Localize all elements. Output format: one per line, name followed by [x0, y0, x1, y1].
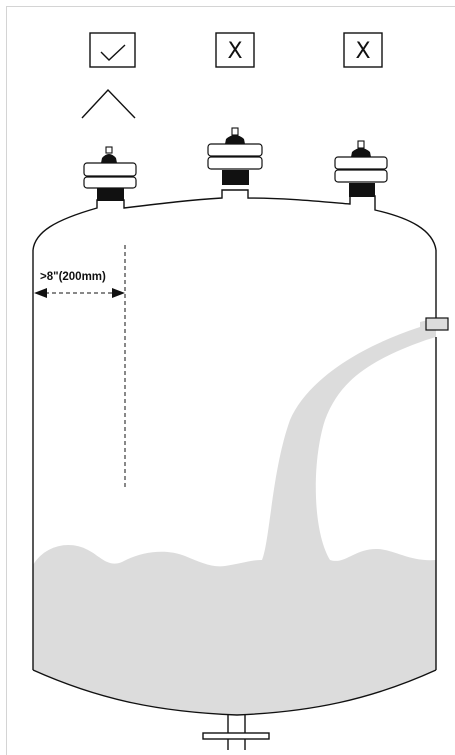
- verdict-box-frame-center: [215, 32, 255, 68]
- verdict-box-center: X: [215, 32, 255, 68]
- sensor-left-housing-bottom: [83, 176, 137, 189]
- diagram-frame: [6, 6, 455, 755]
- verdict-box-left: [89, 32, 136, 68]
- outlet-valve: [202, 714, 270, 750]
- verdict-box-right: X: [343, 32, 383, 68]
- sensor-left-housing-top: [83, 162, 137, 177]
- outlet-flange: [202, 732, 270, 740]
- x-mark-right: X: [355, 39, 370, 64]
- sensor-right: [334, 140, 388, 197]
- sensor-left-cap: [105, 146, 113, 154]
- tank-roof: [32, 189, 437, 251]
- sensor-center-housing-top: [207, 143, 263, 157]
- sensor-right-collar: [349, 183, 375, 197]
- sensor-center-collar: [222, 170, 249, 185]
- check-icon: [100, 44, 126, 61]
- sensor-right-housing-bottom: [334, 169, 388, 183]
- sensor-center-housing-bottom: [207, 156, 263, 170]
- chevron-up-icon: [81, 88, 136, 119]
- product-fill: [33, 318, 436, 715]
- arrow-left-icon: [34, 288, 47, 298]
- sensor-center-connector: [225, 135, 245, 144]
- sensor-center-cap: [231, 127, 239, 136]
- verdict-box-frame-right: [343, 32, 383, 68]
- dimension-label: >8"(200mm): [40, 271, 106, 283]
- sensor-right-housing-top: [334, 156, 388, 170]
- sensor-left-connector: [101, 154, 117, 163]
- inlet-pipe: [425, 317, 449, 331]
- dimension-annotation: >8"(200mm): [34, 245, 126, 490]
- tank-bottom: [32, 669, 437, 716]
- sensor-right-connector: [351, 148, 371, 157]
- sensor-right-cap: [357, 140, 365, 149]
- inlet-pipe-body: [425, 317, 449, 331]
- arrow-right-icon: [112, 288, 125, 298]
- sensor-center: [207, 127, 263, 185]
- sensor-left: [83, 146, 137, 201]
- sensor-left-collar: [97, 188, 124, 201]
- x-mark-center: X: [227, 39, 242, 64]
- verdict-box-frame-left: [89, 32, 136, 68]
